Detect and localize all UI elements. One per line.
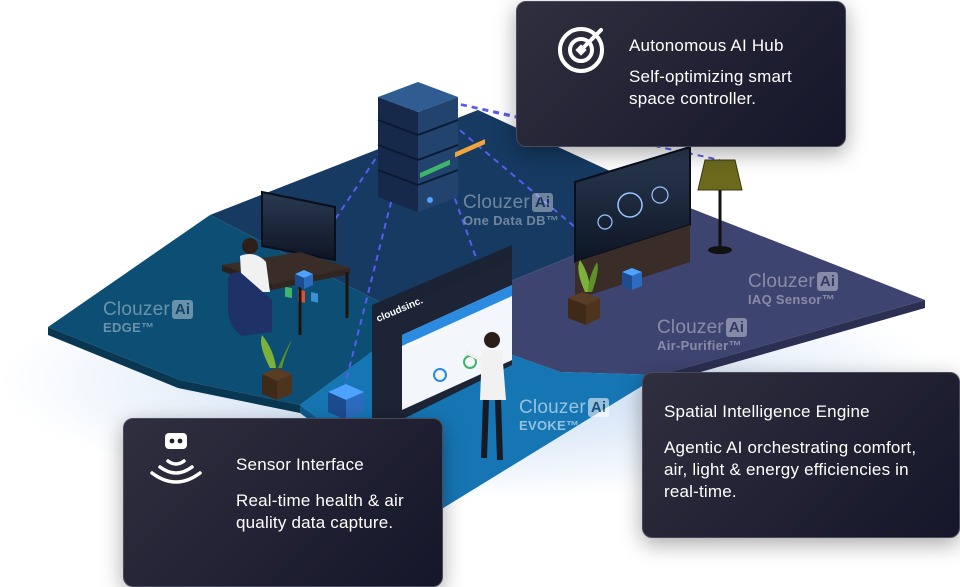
edge-sensor-device	[295, 270, 313, 289]
card-description: Self-optimizing smart space controller.	[629, 66, 834, 110]
card-description: Real-time health & air quality data capt…	[236, 490, 431, 534]
server-stack	[378, 82, 458, 212]
brand-name: Clouzer	[103, 300, 170, 319]
ai-hub-card: Autonomous AI Hub Self-optimizing smart …	[516, 1, 846, 147]
ai-badge: Ai	[726, 318, 747, 337]
card-title: Spatial Intelligence Engine	[664, 402, 870, 422]
target-icon	[555, 18, 613, 76]
ai-badge: Ai	[588, 398, 609, 417]
card-title: Autonomous AI Hub	[629, 36, 784, 56]
product-name: Air-Purifier™	[657, 339, 747, 352]
ai-badge: Ai	[532, 193, 553, 212]
iaq-sensor-device	[622, 268, 642, 290]
product-name: EDGE™	[103, 321, 193, 334]
spatial-engine-card: Spatial Intelligence Engine Agentic AI o…	[642, 372, 960, 538]
sensor-interface-card: Sensor Interface Real-time health & air …	[123, 418, 443, 587]
product-name: IAQ Sensor™	[748, 293, 838, 306]
brand-name: Clouzer	[657, 318, 724, 337]
brand-name: Clouzer	[748, 272, 815, 291]
brand-name: Clouzer	[463, 193, 530, 212]
robot-signal-icon	[148, 429, 204, 489]
ai-badge: Ai	[172, 300, 193, 319]
product-name: One Data DB™	[463, 214, 559, 227]
card-title: Sensor Interface	[236, 455, 364, 475]
product-name: EVOKE™	[519, 419, 609, 432]
ai-badge: Ai	[817, 272, 838, 291]
brand-name: Clouzer	[519, 398, 586, 417]
card-description: Agentic AI orchestrating comfort, air, l…	[664, 437, 944, 503]
